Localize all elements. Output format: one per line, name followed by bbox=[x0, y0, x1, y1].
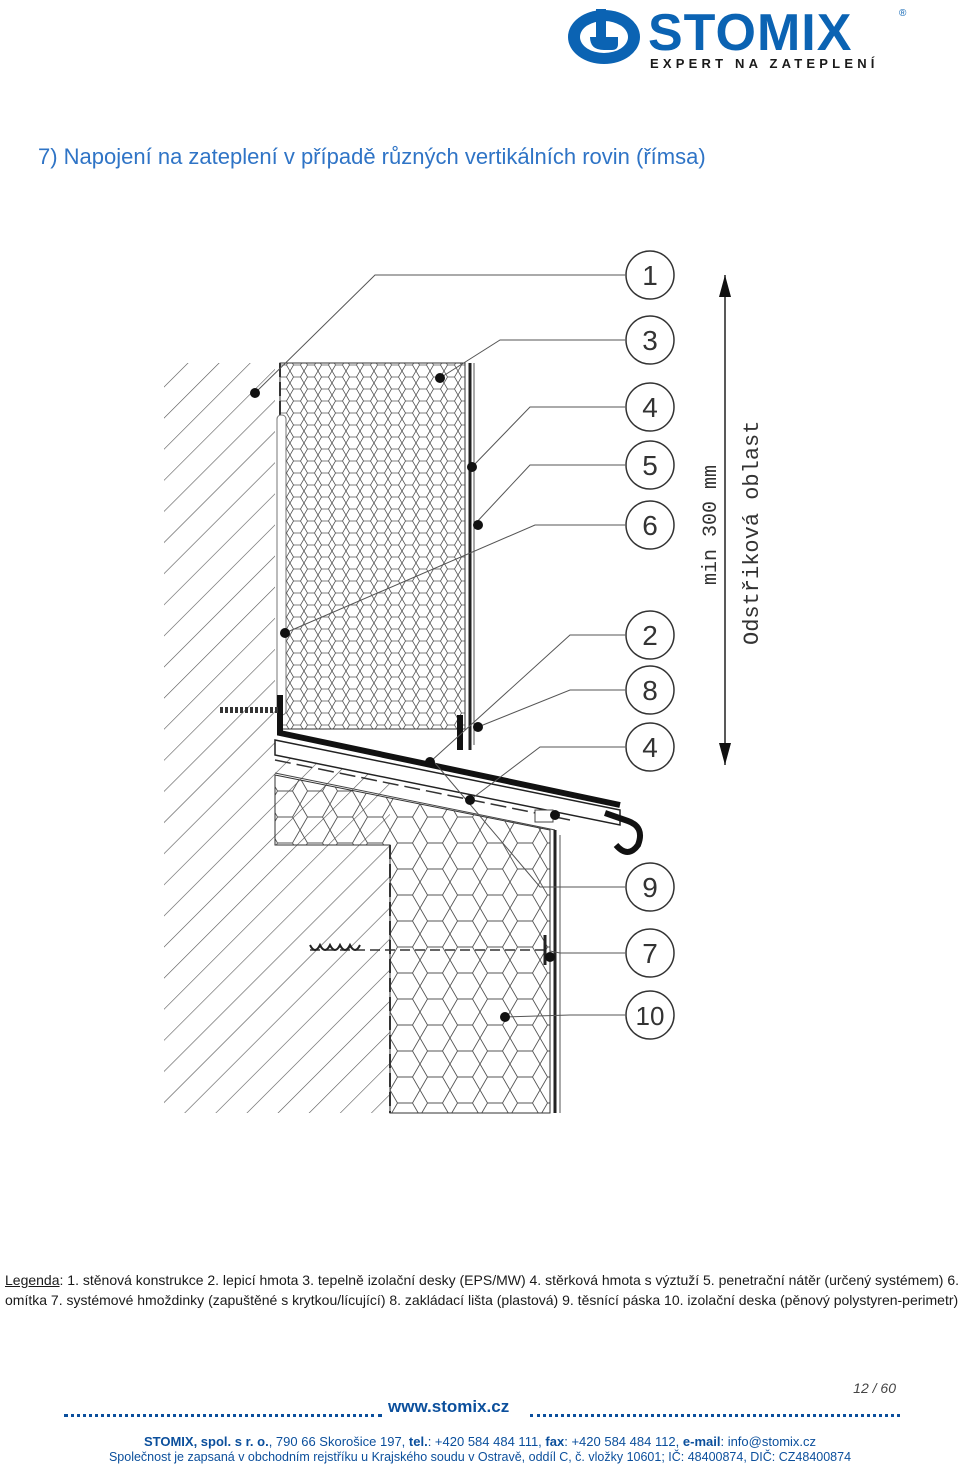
zone-label: Odstřiková oblast bbox=[740, 421, 765, 645]
legend-lead: Legenda bbox=[5, 1272, 60, 1288]
stomix-logo: STOMIX ® EXPERT NA ZATEPLENÍ bbox=[566, 4, 911, 72]
svg-text:4: 4 bbox=[642, 392, 658, 423]
cornice-sill bbox=[274, 739, 643, 855]
callout-5: 5 bbox=[625, 440, 675, 490]
svg-text:5: 5 bbox=[642, 450, 658, 481]
legend: Legenda: 1. stěnová konstrukce 2. lepicí… bbox=[5, 1270, 959, 1310]
svg-text:3: 3 bbox=[642, 325, 658, 356]
dimension-line bbox=[719, 275, 731, 765]
svg-text:7: 7 bbox=[642, 938, 658, 969]
svg-text:8: 8 bbox=[642, 675, 658, 706]
dotted-rule-right bbox=[530, 1414, 900, 1417]
callout-1: 1 bbox=[625, 250, 675, 300]
starter-profile bbox=[277, 695, 621, 808]
callout-2: 2 bbox=[625, 610, 675, 660]
callout-7: 7 bbox=[625, 928, 675, 978]
adhesive-layer bbox=[276, 414, 287, 716]
page-title: 7) Napojení na zateplení v případě různý… bbox=[38, 144, 706, 169]
footer-company: STOMIX, spol. s r. o. bbox=[143, 1434, 269, 1449]
footer-registration: Společnost je zapsaná v obchodním rejstř… bbox=[108, 1450, 852, 1464]
legend-text: : 1. stěnová konstrukce 2. lepicí hmota … bbox=[5, 1272, 960, 1308]
callout-3: 3 bbox=[625, 315, 675, 365]
cornice-detail-drawing: min 300 mm Odstřiková oblast 1 3 4 5 6 2… bbox=[164, 250, 765, 1114]
callout-8: 8 bbox=[625, 665, 675, 715]
leader-dots bbox=[250, 373, 560, 1022]
footer-tel-label: tel. bbox=[408, 1434, 428, 1449]
footer-contact: STOMIX, spol. s r. o., 790 66 Skorošice … bbox=[0, 1434, 960, 1449]
footer-address: , 790 66 Skorošice 197, bbox=[268, 1434, 409, 1449]
dotted-rule-left bbox=[64, 1414, 382, 1417]
svg-text:9: 9 bbox=[642, 872, 658, 903]
svg-text:6: 6 bbox=[642, 510, 658, 541]
callout-10: 10 bbox=[625, 990, 675, 1040]
callout-9: 9 bbox=[625, 862, 675, 912]
footer-email[interactable]: : info@stomix.cz bbox=[720, 1434, 817, 1449]
callout-6: 6 bbox=[625, 500, 675, 550]
wall-construction bbox=[164, 363, 390, 1113]
callout-4: 4 bbox=[625, 382, 675, 432]
footer-tel: : +420 584 484 111, bbox=[427, 1434, 546, 1449]
footer-fax-label: fax bbox=[545, 1434, 565, 1449]
callout-4b: 4 bbox=[625, 722, 675, 772]
anchor-lower bbox=[309, 935, 550, 965]
logo-tagline: EXPERT NA ZATEPLENÍ bbox=[650, 56, 879, 71]
svg-text:4: 4 bbox=[642, 732, 658, 763]
logo-mark-icon bbox=[568, 9, 640, 64]
footer-fax: : +420 584 484 112, bbox=[564, 1434, 683, 1449]
website-link[interactable]: www.stomix.cz bbox=[388, 1397, 510, 1416]
registered-mark: ® bbox=[899, 8, 907, 19]
svg-text:2: 2 bbox=[642, 620, 658, 651]
dimension-label: min 300 mm bbox=[700, 465, 723, 585]
logo-wordmark: STOMIX bbox=[648, 4, 853, 62]
upper-insulation bbox=[279, 362, 466, 730]
footer-email-label: e-mail bbox=[682, 1434, 721, 1449]
svg-text:10: 10 bbox=[636, 1001, 665, 1031]
svg-text:1: 1 bbox=[642, 260, 658, 291]
page-number: 12 / 60 bbox=[853, 1380, 896, 1396]
